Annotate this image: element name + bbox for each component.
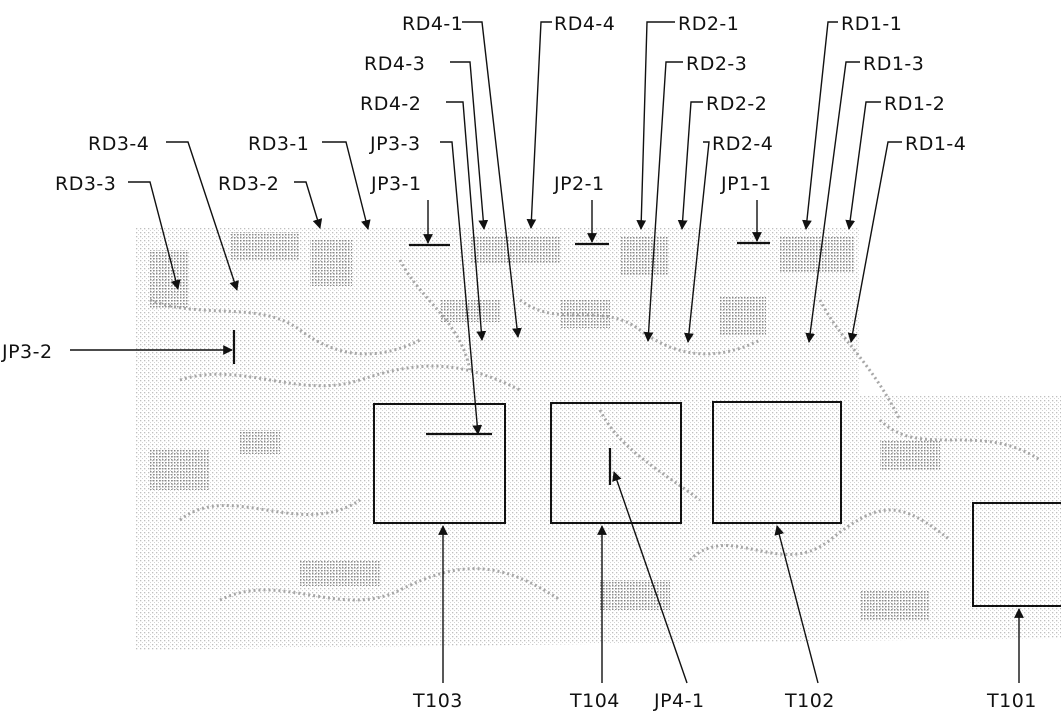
- label-t103: T103: [412, 690, 463, 712]
- leader-rd4-2: [446, 101, 487, 341]
- label-rd2-2: RD2-2: [706, 93, 767, 115]
- component-box-t102: [712, 401, 842, 524]
- label-jp3-2: JP3-2: [1, 341, 53, 363]
- label-jp2-1: JP2-1: [553, 173, 605, 195]
- label-jp4-1: JP4-1: [653, 690, 705, 712]
- leader-rd2-4: [684, 141, 710, 343]
- component-box-t104: [550, 402, 682, 524]
- leader-jp3-3: [440, 141, 483, 435]
- leader-rd4-3: [450, 61, 489, 230]
- label-rd1-4: RD1-4: [905, 133, 966, 155]
- label-rd4-2: RD4-2: [360, 93, 421, 115]
- label-jp3-1: JP3-1: [370, 173, 422, 195]
- labels: RD4-1 RD4-4 RD2-1 RD1-1 RD4-3 RD2-3 RD1-…: [1, 13, 1037, 712]
- label-t102: T102: [784, 690, 835, 712]
- leader-rd2-3: [643, 61, 683, 342]
- pcb-board: [135, 228, 1061, 650]
- leader-rd4-4: [526, 21, 552, 229]
- label-jp1-1: JP1-1: [720, 173, 772, 195]
- label-t101: T101: [986, 690, 1037, 712]
- label-rd4-1: RD4-1: [402, 13, 463, 35]
- label-rd1-2: RD1-2: [884, 93, 945, 115]
- label-rd4-4: RD4-4: [554, 13, 615, 35]
- label-rd4-3: RD4-3: [364, 53, 425, 75]
- component-box-t103: [373, 403, 506, 524]
- leader-rd1-2: [845, 101, 881, 230]
- label-rd3-2: RD3-2: [218, 173, 279, 195]
- leader-rd1-3: [805, 61, 860, 343]
- leader-rd2-2: [677, 101, 703, 230]
- label-t104: T104: [569, 690, 620, 712]
- label-jp3-3: JP3-3: [369, 133, 421, 155]
- leader-t102: [774, 525, 819, 684]
- leader-rd4-1: [462, 21, 522, 338]
- label-rd2-4: RD2-4: [712, 133, 773, 155]
- label-rd3-4: RD3-4: [88, 133, 149, 155]
- label-rd1-3: RD1-3: [863, 53, 924, 75]
- label-rd2-1: RD2-1: [678, 13, 739, 35]
- leader-rd2-1: [636, 21, 675, 230]
- leader-rd3-3: [128, 181, 181, 290]
- leader-rd3-2: [294, 181, 323, 229]
- leader-rd1-4: [847, 141, 902, 343]
- label-rd1-1: RD1-1: [841, 13, 902, 35]
- label-rd3-1: RD3-1: [248, 133, 309, 155]
- leader-rd3-4: [166, 141, 239, 291]
- leader-rd3-1: [322, 141, 371, 230]
- leader-rd1-1: [802, 21, 838, 230]
- leader-lines: [70, 21, 1024, 684]
- label-rd2-3: RD2-3: [686, 53, 747, 75]
- label-rd3-3: RD3-3: [55, 173, 116, 195]
- leader-jp4-1: [612, 471, 688, 684]
- component-box-t101: [972, 502, 1061, 607]
